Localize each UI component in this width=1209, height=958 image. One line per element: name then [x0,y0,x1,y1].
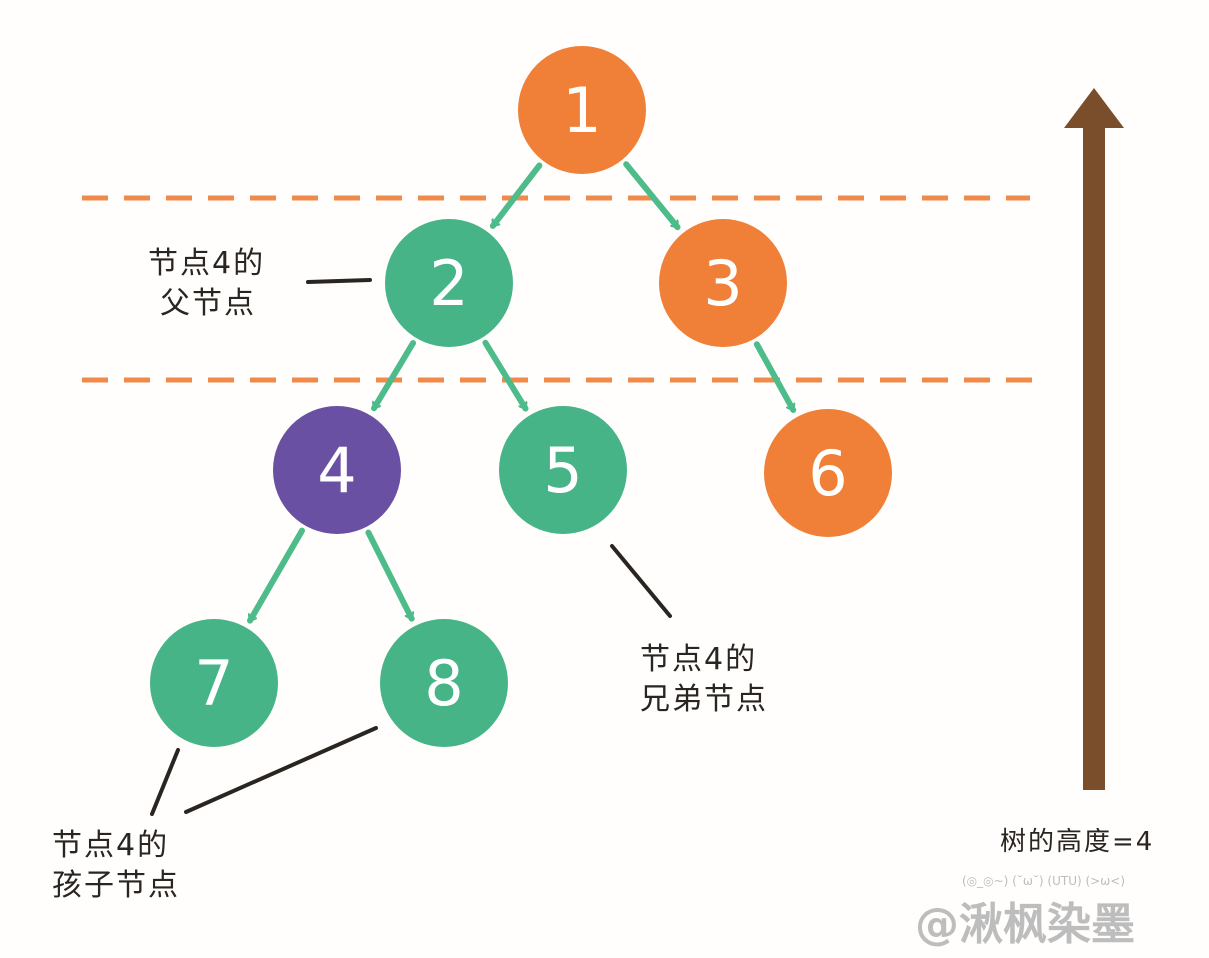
parent-label-line1: 节点4的 [148,246,266,281]
node-label: 6 [808,437,847,510]
tree-node-7: 7 [150,619,278,747]
edge-1-2 [489,162,543,229]
sibling-label: 节点4的 兄弟节点 [640,640,768,720]
edge-3-6 [753,341,797,413]
parent-label-line2: 父节点 [160,286,256,321]
watermark-name: @湫枫染墨 [915,899,1135,950]
children-label: 节点4的 孩子节点 [52,826,180,906]
edge-1-3 [623,161,681,231]
node-circle [380,619,508,747]
edge-4-7 [247,527,305,624]
node-label: 1 [562,74,601,147]
node-circle [518,46,646,174]
pointer-parent [306,278,372,284]
sibling-label-line2: 兄弟节点 [640,682,768,717]
sibling-label-line1: 节点4的 [640,642,758,677]
node-label: 7 [194,647,233,720]
height-arrow-head [1064,88,1124,128]
parent-label: 节点4的 父节点 [148,244,265,324]
node-label: 5 [543,434,582,507]
tree-node-6: 6 [764,409,892,537]
children-label-line2: 孩子节点 [52,868,180,903]
pointer-sibling [610,544,672,618]
pointer-child-8 [184,726,378,814]
node-circle [273,406,401,534]
edge-4-8 [365,529,415,622]
node-circle [385,219,513,347]
node-label: 2 [429,247,468,320]
height-arrow-shaft [1083,120,1105,790]
edge-2-4 [370,340,417,412]
tree-node-1: 1 [518,46,646,174]
node-label: 3 [703,247,742,320]
children-label-line1: 节点4的 [52,828,170,863]
watermark-faces: (◎_◎~) (˘ω˘) (UTU) (>ω<) [962,874,1125,888]
tree-node-4: 4 [273,406,401,534]
tree-node-8: 8 [380,619,508,747]
tree-node-2: 2 [385,219,513,347]
node-label: 8 [424,647,463,720]
edge-2-5 [482,339,529,412]
pointer-child-7 [150,748,180,816]
node-circle [499,406,627,534]
node-circle [659,219,787,347]
tree-height-label: 树的高度=4 [1000,827,1155,857]
node-label: 4 [317,434,356,507]
tree-node-5: 5 [499,406,627,534]
node-circle [150,619,278,747]
tree-node-3: 3 [659,219,787,347]
node-circle [764,409,892,537]
